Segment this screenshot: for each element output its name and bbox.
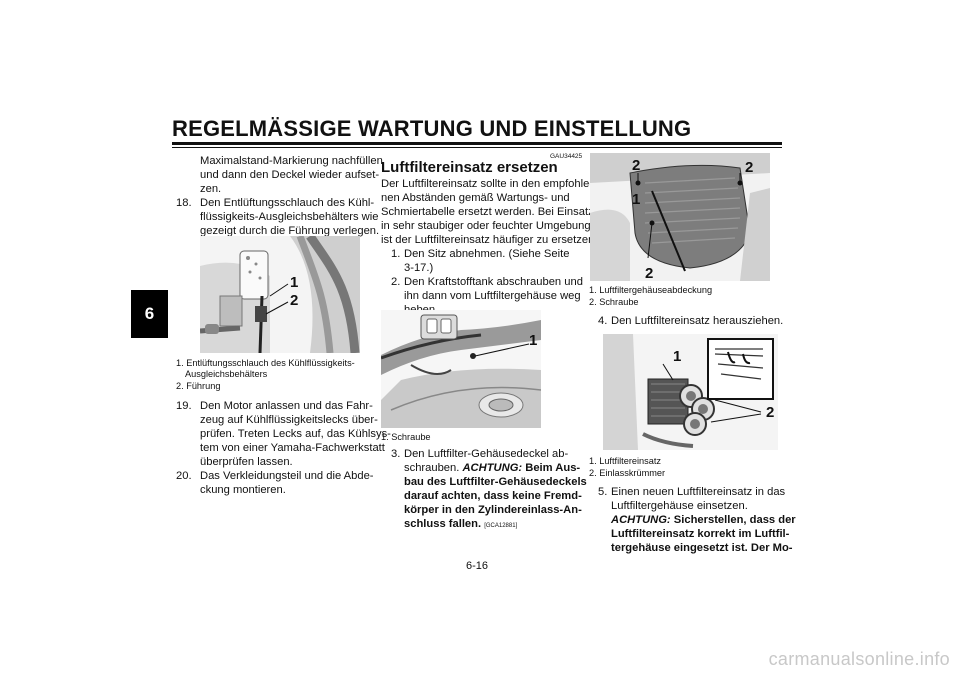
step5-line2: Luftfiltergehäuse einsetzen. [611,500,748,512]
coolant-hose-photo: 1 2 [200,236,360,353]
step1-line1: Den Sitz abnehmen. (Siehe Seite [404,248,570,260]
step3-line1: Den Luftfilter-Gehäusedeckel ab- [404,448,569,460]
air-filter-cover-photo: 2 2 1 2 [590,153,770,281]
step20-number: 20. [176,470,192,482]
step5-line5: tergehäuse eingesetzt ist. Der Mo- [611,542,793,554]
step5-number: 5. [598,486,608,498]
fig1-caption1-line2: Ausgleichsbehälters [185,369,268,379]
step2-line2: ihn dann vom Luftfiltergehäuse weg [404,290,581,302]
step3-line6-text: schluss fallen. [404,518,482,530]
intro-line5: ist der Luftfiltereinsatz häufiger zu er… [381,234,598,246]
header-rule-thick [172,142,782,145]
fig1-caption1-line1: 1. Entlüftungsschlauch des Kühlflüssigke… [176,358,355,368]
step19-number: 19. [176,400,192,412]
col1-cont-line2: und dann den Deckel wieder aufset- [200,169,380,181]
page-header-title: REGELMÄSSIGE WARTUNG UND EINSTELLUNG [172,116,692,141]
page-number: 6-16 [466,560,489,572]
step3-line3: bau des Luftfilter-Gehäusedeckels [404,476,587,488]
step19-line5: überprüfen lassen. [200,456,293,468]
fig3-caption2: 2. Schraube [589,297,639,307]
chapter-tab: 6 [131,290,168,338]
step5-line3-bold: Sicherstellen, dass der [670,514,796,526]
step2-line1: Den Kraftstofftank abschrauben und [404,276,583,288]
step19-line3: prüfen. Treten Lecks auf, das Kühlsys- [200,428,391,440]
step3-code: [GCA12881] [484,523,518,529]
section-heading: Luftfiltereinsatz ersetzen [381,159,558,176]
step19-line1: Den Motor anlassen und das Fahr- [200,400,373,412]
step2-number: 2. [391,276,401,288]
intro-line2: nen Abständen gemäß Wartungs- und [381,192,570,204]
site-watermark: carmanualsonline.info [768,649,950,669]
intro-line3: Schmiertabelle ersetzt werden. Bei Einsa… [381,206,594,218]
header-rule-thin [172,147,782,148]
fig3-callout-1: 1 [632,191,641,208]
fig4-callout-2: 2 [766,404,775,421]
step4-number: 4. [598,315,608,327]
fig3-caption1: 1. Luftfiltergehäuseabdeckung [589,285,713,295]
step3-achtung: ACHTUNG: [462,462,523,474]
step3-line2-bold: Beim Aus- [522,462,581,474]
fig4-caption2: 2. Einlasskrümmer [589,468,666,478]
step20-line2: ckung montieren. [200,484,286,496]
section-code: GAU34425 [550,153,583,160]
step18-line3: gezeigt durch die Führung verlegen. [200,225,380,237]
fig2-caption1: 1. Schraube [381,432,431,442]
step3-number: 3. [391,448,401,460]
step3-line2: schrauben. ACHTUNG: Beim Aus- [404,462,580,476]
step3-line2-plain: schrauben. [404,462,463,474]
step18-line1: Den Entlüftungsschlauch des Kühl- [200,197,375,209]
intro-line1: Der Luftfiltereinsatz sollte in den empf… [381,178,594,190]
step19-line4: tem von einer Yamaha-Fachwerkstatt [200,442,385,454]
step5-line1: Einen neuen Luftfiltereinsatz in das [611,486,786,498]
col1-cont-line1: Maximalstand-Markierung nachfüllen [200,155,383,167]
step3-line4: darauf achten, dass keine Fremd- [404,490,582,502]
step1-number: 1. [391,248,401,260]
fig1-callout-1: 1 [290,274,299,291]
fig3-callout-2a: 2 [632,157,641,174]
step3-line6: schluss fallen. [GCA12881] [404,518,517,534]
step18-number: 18. [176,197,192,209]
step5-line4: Luftfiltereinsatz korrekt im Luftfil- [611,528,790,540]
step19-line2: zeug auf Kühlflüssigkeitslecks über- [200,414,378,426]
fig4-callout-1: 1 [673,348,682,365]
step3-line5: körper in den Zylindereinlass-An- [404,504,582,516]
fig3-callout-2b: 2 [745,159,754,176]
fig1-caption2: 2. Führung [176,381,221,391]
col1-cont-line3: zen. [200,183,222,195]
step5-achtung: ACHTUNG: [611,514,671,526]
fig4-caption1: 1. Luftfiltereinsatz [589,456,662,466]
air-filter-element-photo: 1 2 [603,334,778,450]
step1-line2: 3-17.) [404,262,434,274]
intro-line4: in sehr staubiger oder feuchter Umgebung [381,220,591,232]
step4-text: Den Luftfiltereinsatz herausziehen. [611,315,784,327]
fuel-tank-screw-photo: 1 [381,310,541,428]
step20-line1: Das Verkleidungsteil und die Abde- [200,470,374,482]
step18-line2: flüssigkeits-Ausgleichsbehälters wie [200,211,379,223]
fig2-callout-1: 1 [529,332,538,349]
fig3-callout-2c: 2 [645,265,654,281]
step5-line3: ACHTUNG: Sicherstellen, dass der [611,514,796,528]
fig1-callout-2: 2 [290,292,299,309]
